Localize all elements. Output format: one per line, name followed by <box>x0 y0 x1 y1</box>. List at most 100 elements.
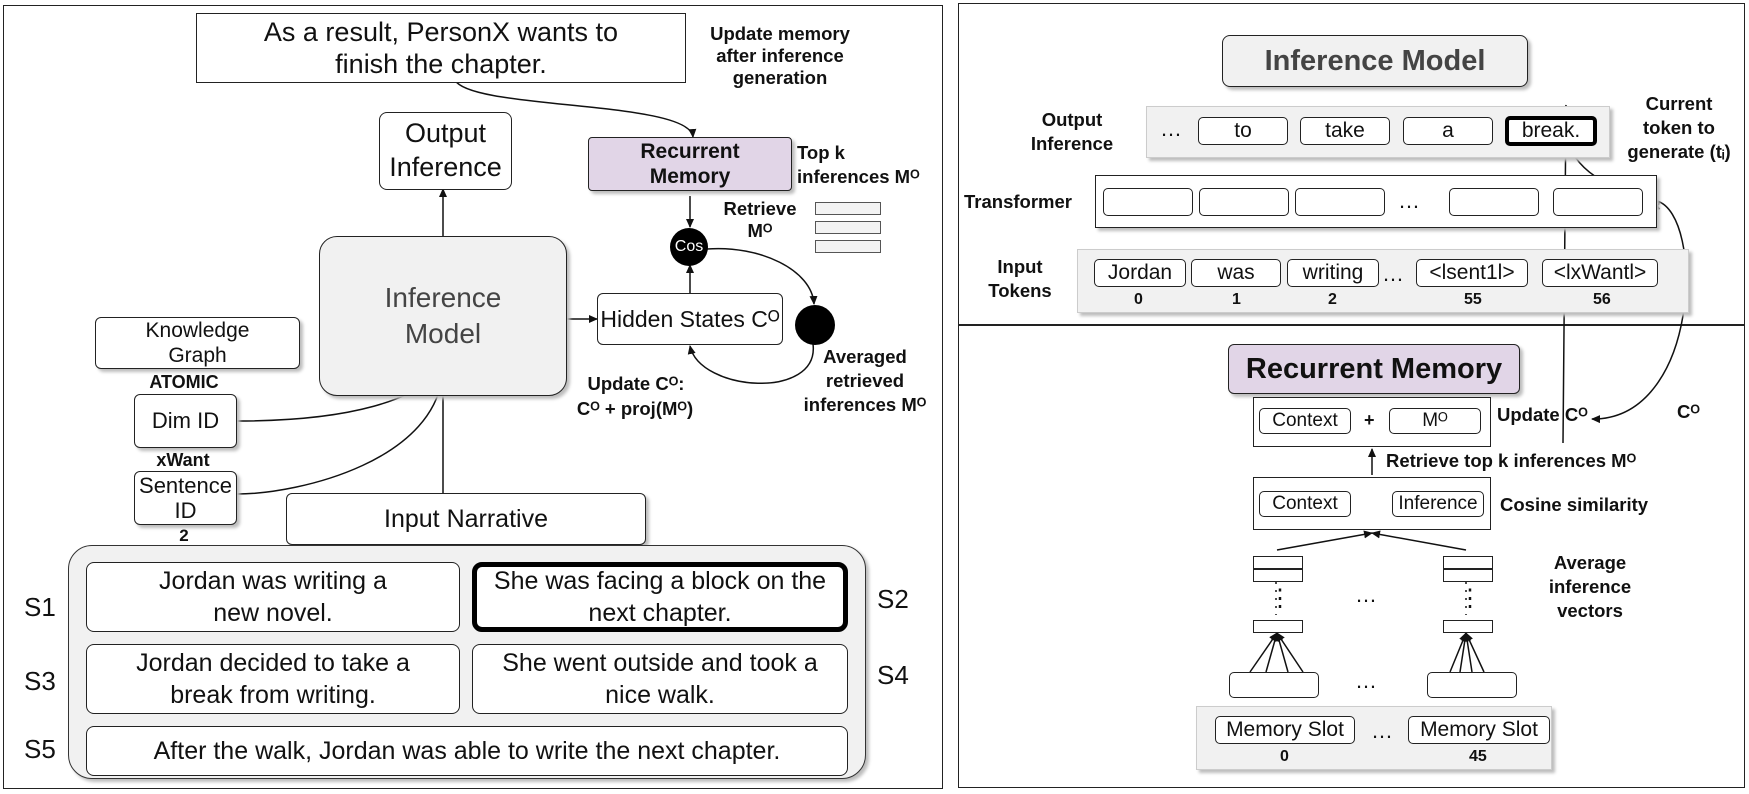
sentence-id-label: Sentence ID <box>139 472 232 523</box>
vertical-ellipsis-left: ⋮ <box>1268 585 1292 612</box>
story-id-s5: S5 <box>24 734 56 764</box>
transformer-cell-5 <box>1553 188 1643 216</box>
dim-id-box: Dim ID <box>134 394 237 448</box>
right-panel-divider <box>958 324 1745 326</box>
avg-vector-right-a <box>1443 556 1493 569</box>
middle-ellipsis: … <box>1355 582 1377 607</box>
retrieve-label: Retrieve Mᴼ <box>723 198 797 241</box>
recurrent-memory-title: Recurrent Memory <box>1245 352 1503 385</box>
avg-vector-left-b <box>1253 569 1303 582</box>
memory-stack-1 <box>815 202 881 215</box>
input-token-idx-1: 1 <box>1232 291 1241 308</box>
recurrent-memory-title-box: Recurrent Memory <box>1228 344 1520 394</box>
update-c-line1: Update Cᴼ: <box>587 373 685 394</box>
input-tokens-label: Input Tokens <box>988 256 1052 302</box>
hidden-states-box: Hidden States Cᴼ <box>597 293 783 345</box>
update-co-label: Update Cᴼ <box>1497 404 1588 425</box>
story-id-s1: S1 <box>24 592 56 622</box>
input-token-xwant: <lxWantl> <box>1542 259 1658 287</box>
plus-sign: + <box>1364 410 1375 430</box>
story-box-s3: Jordan decided to take a break from writ… <box>86 644 460 714</box>
output-token-take: take <box>1300 117 1390 145</box>
context-token-bottom: Context <box>1259 491 1351 517</box>
input-ellipsis: … <box>1382 261 1404 286</box>
vertical-ellipsis-right: ⋮ <box>1458 585 1482 612</box>
input-token-was: was <box>1191 259 1281 287</box>
result-text: As a result, PersonX wants to finish the… <box>263 16 619 79</box>
avg-vector-right-b <box>1443 569 1493 582</box>
avg-vector-left-c <box>1253 620 1303 633</box>
story-box-s2: She was facing a block on the next chapt… <box>472 562 848 632</box>
input-token-idx-2: 2 <box>1328 291 1337 308</box>
cos-label: Cos <box>674 238 704 255</box>
story-text-s5: After the walk, Jordan was able to write… <box>153 736 781 765</box>
retrieve-topk-label: Retrieve top k inferences Mᴼ <box>1386 450 1637 471</box>
output-inference-label-right: Output Inference <box>1030 109 1114 155</box>
transformer-ellipsis: … <box>1398 188 1420 213</box>
cosine-label: Cosine similarity <box>1500 494 1649 515</box>
transformer-cell-4 <box>1449 188 1539 216</box>
result-box: As a result, PersonX wants to finish the… <box>196 13 686 83</box>
inference-token: Inference <box>1392 491 1484 517</box>
memory-slot-first: Memory Slot <box>1215 716 1355 744</box>
sentence-id-box: Sentence ID <box>134 471 237 525</box>
input-token-idx-55: 55 <box>1464 291 1482 308</box>
top-k-label: Top k inferences Mᴼ <box>797 142 920 188</box>
xwant-label: xWant <box>156 450 210 470</box>
right-panel <box>958 3 1745 788</box>
input-token-sent1: <lsent1l> <box>1416 259 1528 287</box>
left-panel <box>3 5 943 789</box>
output-token-to: to <box>1198 117 1288 145</box>
memory-slot-idx-last: 45 <box>1469 748 1487 765</box>
update-memory-label: Update memory after inference generation <box>710 23 850 88</box>
input-narrative-label: Input Narrative <box>384 504 548 533</box>
context-token-top: Context <box>1259 408 1351 434</box>
story-id-s3: S3 <box>24 666 56 696</box>
story-text-s3: Jordan decided to take a break from writ… <box>136 648 410 710</box>
story-text-s1: Jordan was writing a new novel. <box>159 566 387 628</box>
input-token-idx-56: 56 <box>1593 291 1611 308</box>
story-id-s2: S2 <box>877 584 909 614</box>
co-label: Cᴼ <box>1677 401 1700 422</box>
dim-id-label: Dim ID <box>151 408 220 433</box>
input-token-jordan: Jordan <box>1094 259 1186 287</box>
memory-stack-2 <box>815 221 881 234</box>
slot-group-right <box>1427 672 1517 698</box>
atomic-label: ATOMIC <box>149 372 219 392</box>
avg-vector-left-a <box>1253 556 1303 569</box>
story-id-s4: S4 <box>877 660 909 690</box>
input-narrative-box: Input Narrative <box>286 493 646 545</box>
current-token-label: Current token to generate (tᵢ) <box>1627 93 1731 163</box>
story-box-s5: After the walk, Jordan was able to write… <box>86 726 848 776</box>
output-inference-box: Output Inference <box>379 112 512 190</box>
transformer-cell-1 <box>1103 188 1193 216</box>
sentence-num-label: 2 <box>179 526 189 545</box>
memory-stack-3 <box>815 240 881 253</box>
average-vectors-label: Average inference vectors <box>1548 552 1632 622</box>
slot-group-left <box>1229 672 1319 698</box>
cos-node: Cos <box>670 228 708 266</box>
output-ellipsis: … <box>1160 116 1182 141</box>
knowledge-graph-label: Knowledge Graph <box>145 318 250 367</box>
recurrent-memory-box: Recurrent Memory <box>588 137 792 191</box>
averaged-label: Averaged retrieved inferences Mᴼ <box>803 346 927 416</box>
inference-model-box: Inference Model <box>319 236 567 396</box>
story-box-s1: Jordan was writing a new novel. <box>86 562 460 632</box>
slot-group-ellipsis: … <box>1355 668 1377 693</box>
input-token-idx-0: 0 <box>1134 291 1143 308</box>
memory-slot-idx-first: 0 <box>1280 748 1289 765</box>
update-c-line2: Cᴼ + proj(Mᴼ) <box>576 398 694 419</box>
output-token-break: break. <box>1505 116 1597 146</box>
hidden-states-label: Hidden States Cᴼ <box>600 305 780 332</box>
transformer-label: Transformer <box>964 191 1072 212</box>
output-token-a: a <box>1403 117 1493 145</box>
recurrent-memory-label: Recurrent Memory <box>640 139 740 188</box>
output-inference-label: Output Inference <box>389 118 502 182</box>
average-node <box>795 305 835 345</box>
story-box-s4: She went outside and took a nice walk. <box>472 644 848 714</box>
memory-slot-last: Memory Slot <box>1408 716 1550 744</box>
inference-model-title: Inference Model <box>1264 44 1486 77</box>
transformer-cell-3 <box>1295 188 1385 216</box>
knowledge-graph-box: Knowledge Graph <box>95 317 300 369</box>
avg-vector-right-c <box>1443 620 1493 633</box>
